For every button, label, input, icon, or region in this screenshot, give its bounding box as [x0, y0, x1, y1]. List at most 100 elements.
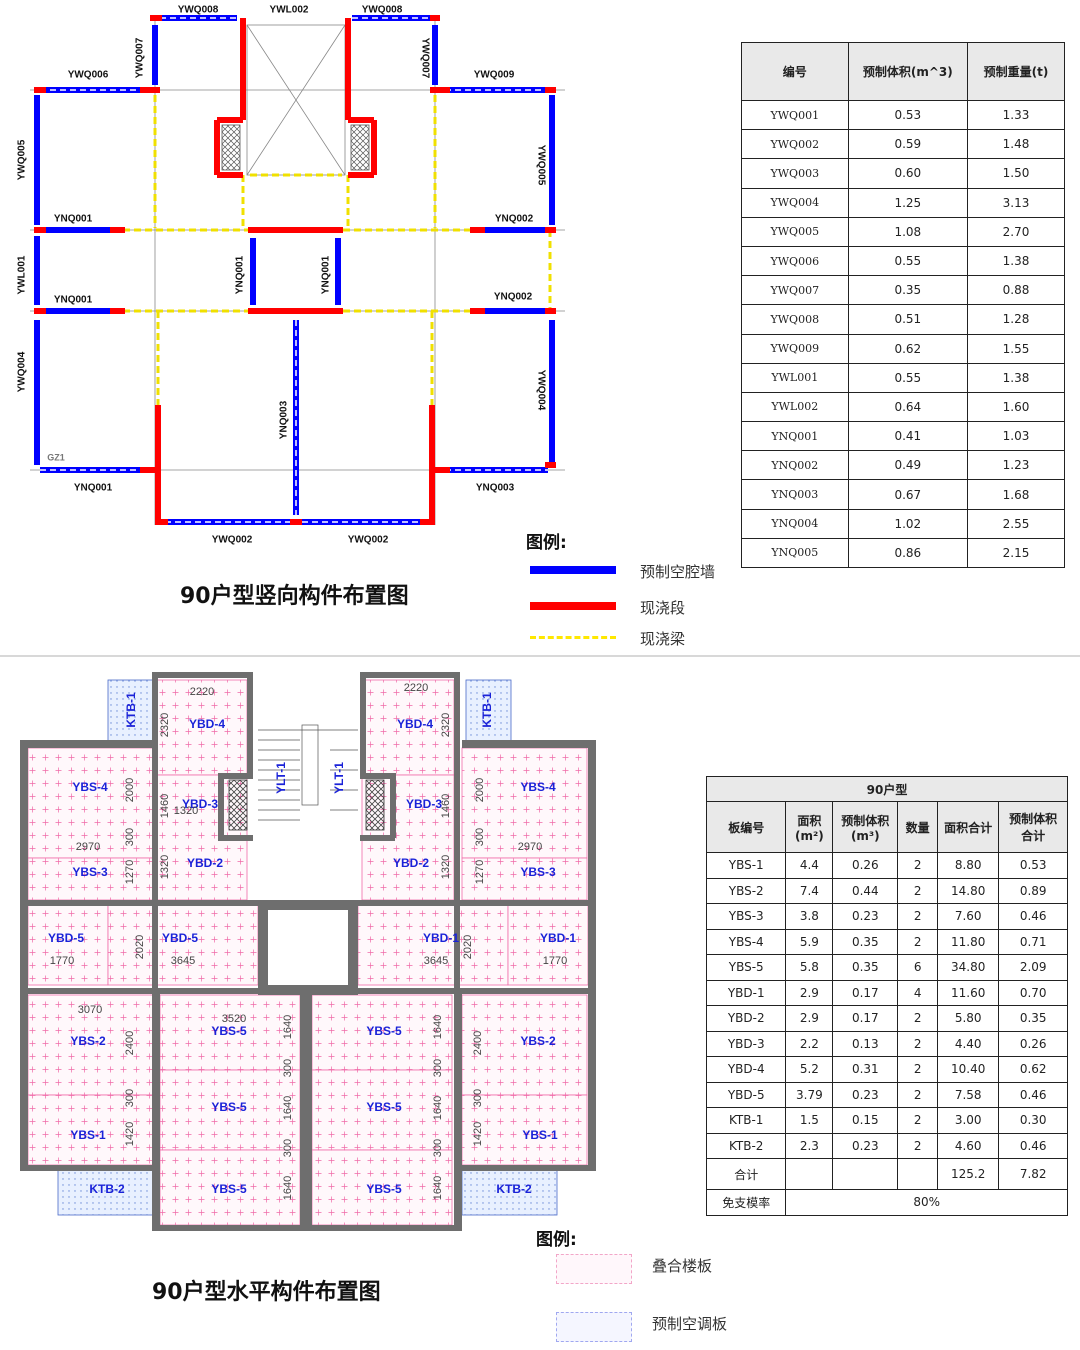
table-cell: 2 [897, 1081, 938, 1108]
table-cell: 0.67 [847, 479, 969, 510]
table-cell: 3.8 [785, 903, 834, 930]
dimension-label: 3070 [78, 1004, 102, 1016]
table-cell: 14.80 [936, 877, 1000, 904]
panel-label: YBD-3 [182, 797, 218, 811]
dimension-label: 2970 [518, 841, 542, 853]
member-label: GZ1 [47, 452, 65, 462]
table-cell: 5.2 [785, 1056, 834, 1083]
panel-label: YBS-2 [520, 1034, 556, 1048]
member-label: YWQ004 [535, 370, 546, 411]
formwork-value: 80% [785, 1189, 1068, 1216]
table-cell: 0.35 [998, 1005, 1068, 1032]
table-cell: YWQ008 [741, 304, 849, 335]
table-cell: YBS-3 [705, 903, 787, 930]
panel-label: YBS-5 [211, 1024, 247, 1038]
column-header: 编号 [741, 42, 849, 101]
dimension-label: 300 [124, 828, 136, 846]
panel-label: KTB-1 [480, 692, 494, 728]
panel-label: YBD-5 [48, 931, 84, 945]
table-cell: 0.62 [847, 333, 969, 364]
panel-label: YBD-4 [189, 717, 225, 731]
section-divider [0, 655, 1080, 657]
dimension-label: 1640 [432, 1015, 444, 1039]
legend-label-prefab-wall: 预制空腔墙 [640, 563, 716, 581]
member-label: YNQ001 [74, 483, 113, 494]
table-cell [832, 1158, 899, 1190]
table-cell [897, 1158, 938, 1190]
dimension-label: 1270 [474, 860, 486, 884]
member-label: YWQ002 [212, 535, 253, 546]
member-label: YWQ008 [362, 5, 403, 16]
table-cell: 0.23 [832, 903, 899, 930]
panel-label: YBD-4 [397, 717, 433, 731]
table-cell: 0.49 [847, 450, 969, 481]
table-cell: 0.64 [847, 391, 969, 423]
table-cell: 1.38 [967, 362, 1065, 393]
table-cell: 0.55 [847, 245, 969, 277]
dimension-label: 300 [124, 1089, 136, 1107]
table-cell: YNQ005 [741, 537, 849, 569]
table-cell: 0.41 [847, 421, 969, 452]
table-cell: 0.59 [847, 129, 969, 160]
table-cell: 0.35 [832, 928, 899, 955]
panel-label: YBD-2 [393, 856, 429, 870]
table-cell: 1.50 [967, 158, 1065, 189]
table-cell: YWQ006 [741, 245, 849, 277]
table-cell: 4.4 [785, 852, 834, 879]
table-cell: 4.40 [936, 1030, 1000, 1057]
table-cell: 5.8 [785, 954, 834, 981]
table-cell: 0.53 [847, 99, 969, 131]
dimension-label: 1460 [159, 794, 171, 818]
table-cell: 0.89 [998, 877, 1068, 904]
table-cell: 1.08 [847, 216, 969, 247]
table-cell: 0.88 [967, 275, 1065, 306]
panel-label: YBS-1 [70, 1128, 106, 1142]
table-cell: YWQ003 [741, 158, 849, 189]
dimension-label: 2970 [76, 841, 100, 853]
dimension-label: 2320 [159, 713, 171, 737]
table-cell: YBD-2 [705, 1005, 787, 1032]
table-cell: 2 [897, 1132, 938, 1159]
table-cell: 0.55 [847, 362, 969, 393]
table-cell: 0.15 [832, 1107, 899, 1134]
table-cell: 2 [897, 1030, 938, 1057]
legend-swatch-ac-board [556, 1312, 632, 1342]
panel-label: YBS-2 [70, 1034, 106, 1048]
dimension-label: 1640 [432, 1176, 444, 1200]
legend-swatch-cast-beam [530, 636, 616, 639]
table-cell: KTB-2 [705, 1132, 787, 1159]
table-cell: 0.26 [832, 852, 899, 879]
column-header: 预制体积 合计 [998, 801, 1068, 853]
dimension-label: 1640 [282, 1176, 294, 1200]
table-cell: 1.48 [967, 129, 1065, 160]
table-cell: YWQ004 [741, 187, 849, 218]
table-cell: 10.40 [936, 1056, 1000, 1083]
dimension-label: 1770 [543, 955, 567, 967]
legend-label-ac-board: 预制空调板 [652, 1315, 728, 1333]
table-cell: 2.09 [998, 954, 1068, 981]
dimension-label: 2400 [472, 1031, 484, 1055]
table-cell: 2.15 [967, 537, 1065, 569]
dimension-label: 2000 [474, 778, 486, 802]
table-cell: YBS-1 [705, 852, 787, 879]
table-cell: YBS-4 [705, 928, 787, 955]
dimension-label: 1320 [174, 805, 198, 817]
table-cell: YWQ002 [741, 129, 849, 160]
table-cell: YNQ002 [741, 450, 849, 481]
member-label: YWQ007 [419, 38, 430, 79]
dimension-label: 1420 [472, 1122, 484, 1146]
table-cell: 0.23 [832, 1132, 899, 1159]
member-label: YNQ003 [476, 483, 515, 494]
table-cell: 2 [897, 903, 938, 930]
table-cell: 3.79 [785, 1081, 834, 1108]
